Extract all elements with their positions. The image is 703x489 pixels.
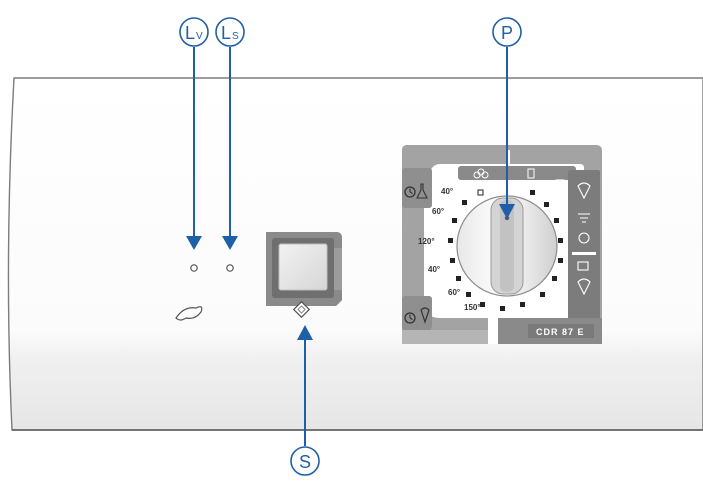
right-column-icons (555, 179, 591, 296)
svg-text:L: L (185, 23, 195, 43)
cotton-icon (473, 168, 489, 179)
start-button[interactable] (278, 243, 328, 291)
dry-icon (420, 307, 430, 324)
dial-temp-label: 60° (448, 288, 460, 297)
dial-temp-label: 120° (418, 237, 435, 246)
garment-icon (175, 306, 203, 321)
callout-arrow-lv (186, 47, 202, 250)
diamond-symbol-icon (292, 300, 311, 319)
dial-markers (448, 189, 563, 311)
dial-temp-label: 150° (464, 303, 481, 312)
dial-temp-label: 60° (432, 207, 444, 216)
synthetic-icon (527, 168, 535, 179)
svg-text:V: V (196, 31, 203, 42)
callout-arrow-s (297, 325, 313, 446)
model-label: CDR 87 E (536, 327, 585, 337)
callout-arrow-ls (222, 47, 238, 250)
program-knob[interactable] (456, 195, 558, 297)
light-ls (226, 264, 234, 272)
callout-ls: L S (215, 17, 245, 47)
flask-icon (416, 183, 428, 199)
clock-icon (404, 186, 416, 324)
callout-lv: L V (179, 17, 209, 47)
dial-temp-label: 40° (428, 265, 440, 274)
callout-p: P (492, 17, 522, 47)
svg-text:P: P (501, 23, 513, 43)
svg-text:S: S (232, 31, 239, 42)
light-lv (190, 264, 198, 272)
callout-s: S (290, 446, 320, 476)
svg-text:S: S (299, 452, 311, 472)
dial-temp-label: 40° (441, 187, 453, 196)
callout-arrow-p (499, 47, 515, 219)
svg-text:L: L (221, 23, 231, 43)
